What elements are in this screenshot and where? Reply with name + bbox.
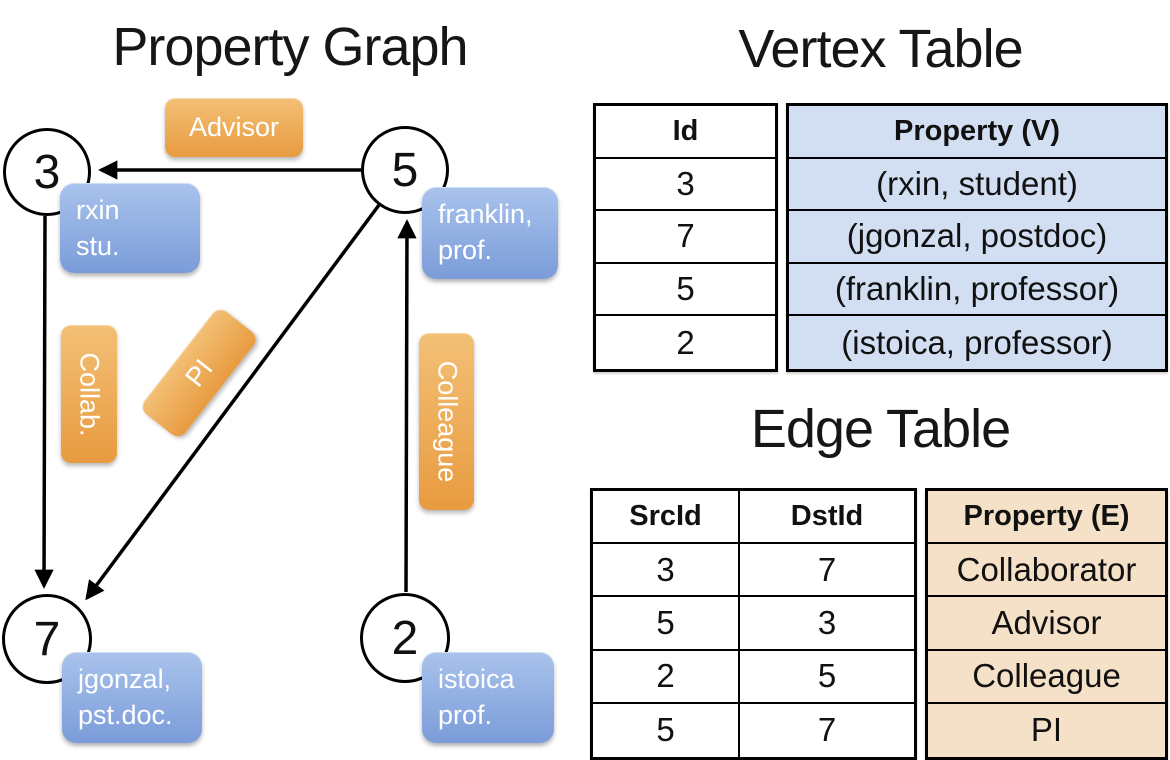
edge-label-advisor: Advisor — [165, 98, 303, 157]
node-id-label: 7 — [33, 612, 61, 666]
vertex-property-line: pst.doc. — [78, 699, 173, 730]
table-cell: 5 — [817, 657, 837, 695]
column-header-id: Id — [672, 114, 699, 147]
vertex-property-box-5: franklin, prof. — [422, 187, 558, 279]
edge-label-colleague: Colleague — [419, 333, 474, 510]
edge-label-text: Colleague — [432, 360, 462, 483]
column-header-property-v: Property (V) — [894, 114, 1060, 147]
table-cell: (rxin, student) — [876, 164, 1078, 202]
edge-label-text: PI — [178, 353, 219, 392]
table-cell: 5 — [593, 597, 740, 649]
table-cell: Advisor — [991, 603, 1102, 641]
vertex-table-title: Vertex Table — [738, 19, 1023, 79]
vertex-table-property-column: Property (V) (rxin, student) (jgonzal, p… — [786, 103, 1168, 372]
property-graph-title: Property Graph — [112, 17, 468, 77]
node-id-label: 5 — [391, 143, 419, 197]
table-cell: 5 — [676, 270, 695, 308]
table-cell: (jgonzal, postdoc) — [846, 217, 1108, 255]
table-cell: 3 — [593, 544, 740, 596]
edge-label-collab: Collab. — [61, 325, 117, 463]
table-cell: 3 — [676, 164, 695, 202]
table-cell: 5 — [593, 703, 740, 757]
table-cell: 3 — [817, 603, 837, 641]
edge-table-property-column: Property (E) Collaborator Advisor Collea… — [925, 488, 1168, 760]
column-header-srcid: SrcId — [593, 491, 740, 543]
vertex-property-line: stu. — [76, 230, 120, 261]
table-cell: Collaborator — [956, 550, 1137, 588]
graph-node-3: 3 — [3, 128, 91, 216]
vertex-property-box-3: rxin stu. — [60, 183, 200, 273]
vertex-property-line: prof. — [438, 234, 493, 265]
edge-table-title: Edge Table — [750, 399, 1011, 459]
table-cell: 7 — [817, 550, 837, 588]
edge-arrow-colleague-2-to-5 — [397, 219, 417, 593]
node-id-label: 3 — [33, 145, 61, 199]
edge-arrow-collaborator-3-to-7 — [34, 215, 54, 589]
edge-table-id-columns: SrcId DstId 3 7 5 3 2 5 5 7 — [590, 488, 917, 760]
table-cell: 7 — [817, 711, 837, 749]
table-cell: 7 — [676, 217, 695, 255]
vertex-property-line: jgonzal, — [78, 664, 172, 694]
table-cell: Colleague — [972, 657, 1121, 695]
table-cell: PI — [1030, 711, 1063, 749]
table-cell: (franklin, professor) — [834, 270, 1120, 308]
vertex-table-id-column: Id 3 7 5 2 — [593, 103, 778, 372]
table-cell: 2 — [676, 323, 695, 361]
edge-label-text: Collab. — [74, 351, 105, 437]
edge-label-pi: PI — [138, 305, 260, 441]
vertex-property-line: istoica — [438, 664, 515, 694]
table-cell: (istoica, professor) — [841, 323, 1113, 361]
vertex-property-line: franklin, — [438, 199, 533, 229]
vertex-property-box-2: istoica prof. — [422, 652, 554, 743]
vertex-property-line: rxin — [76, 195, 120, 225]
vertex-property-line: prof. — [438, 699, 493, 730]
vertex-property-box-7: jgonzal, pst.doc. — [62, 652, 202, 743]
column-header-property-e: Property (E) — [963, 500, 1130, 533]
node-id-label: 2 — [391, 611, 419, 665]
column-header-dstid: DstId — [790, 500, 864, 533]
table-cell: 2 — [593, 650, 740, 702]
edge-label-text: Advisor — [188, 112, 280, 142]
